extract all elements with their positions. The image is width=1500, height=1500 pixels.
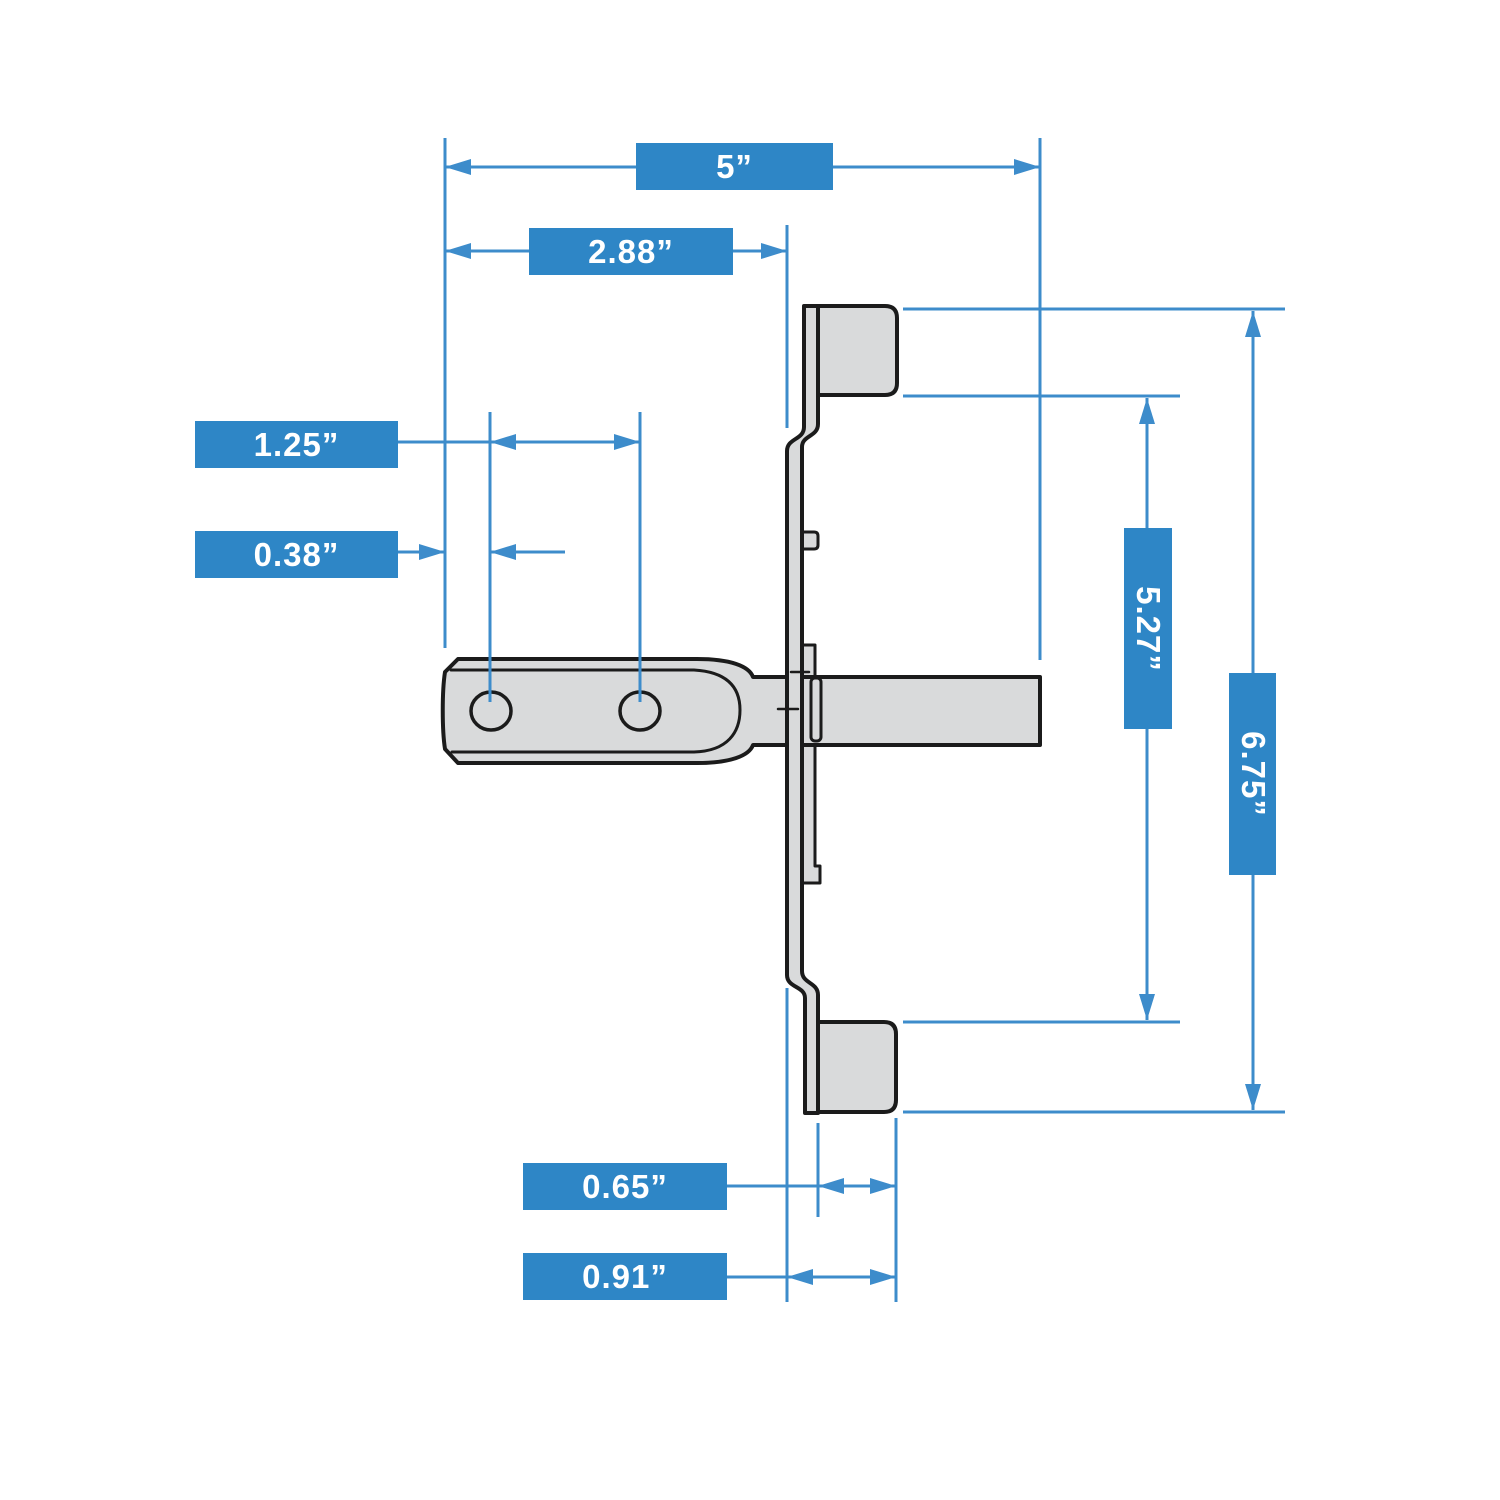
arrow-up-icon: [1139, 398, 1155, 424]
arrow-right-icon: [870, 1178, 896, 1194]
dim-label-text: 5”: [716, 147, 753, 185]
arrow-down-icon: [1139, 994, 1155, 1020]
bottom-mounting-tab: [816, 1020, 898, 1114]
dim-label-overall-height: 6.75”: [1229, 673, 1276, 875]
dim-label-overall-depth: 0.91”: [523, 1253, 727, 1300]
dim-label-handle-length: 2.88”: [529, 228, 733, 275]
extension-lines: [443, 138, 1285, 1302]
arrow-left-icon: [445, 243, 471, 259]
dim-label-hole-spacing: 1.25”: [195, 421, 398, 468]
dim-hole-spacing: [398, 434, 640, 450]
dim-label-text: 2.88”: [588, 232, 674, 270]
dim-hole-edge-offset: [398, 544, 565, 560]
dim-label-text: 5.27”: [1130, 585, 1168, 672]
plate-stop-nub: [800, 530, 820, 551]
dim-label-text: 1.25”: [253, 425, 340, 463]
dim-label-text: 6.75”: [1234, 731, 1272, 817]
arrow-right-icon: [761, 243, 787, 259]
arrow-left-icon: [787, 1269, 813, 1285]
dim-label-inner-tab-height: 5.27”: [1124, 528, 1172, 729]
dim-label-text: 0.38”: [253, 535, 340, 573]
dim-label-hole-edge-offset: 0.38”: [195, 531, 398, 578]
arrow-right-icon: [1014, 159, 1040, 175]
dim-label-tab-depth: 0.65”: [523, 1163, 727, 1210]
handle-inner-line: [449, 668, 742, 754]
arrow-left-icon: [818, 1178, 844, 1194]
latch-part: [440, 304, 1042, 1115]
arrow-left-icon: [490, 544, 516, 560]
dim-overall-depth: [727, 1269, 896, 1285]
dim-tab-depth: [727, 1178, 896, 1194]
arrow-right-icon: [419, 544, 445, 560]
arrow-up-icon: [1245, 311, 1261, 337]
shaft-junction-detail: [809, 676, 823, 743]
arrow-left-icon: [445, 159, 471, 175]
dim-label-text: 0.91”: [582, 1257, 668, 1295]
dim-label-overall-length: 5”: [636, 143, 833, 190]
dim-label-text: 0.65”: [582, 1167, 668, 1205]
arrow-right-icon: [870, 1269, 896, 1285]
arrow-left-icon: [490, 434, 516, 450]
arrow-down-icon: [1245, 1084, 1261, 1110]
arrow-right-icon: [614, 434, 640, 450]
top-mounting-tab: [816, 304, 899, 397]
